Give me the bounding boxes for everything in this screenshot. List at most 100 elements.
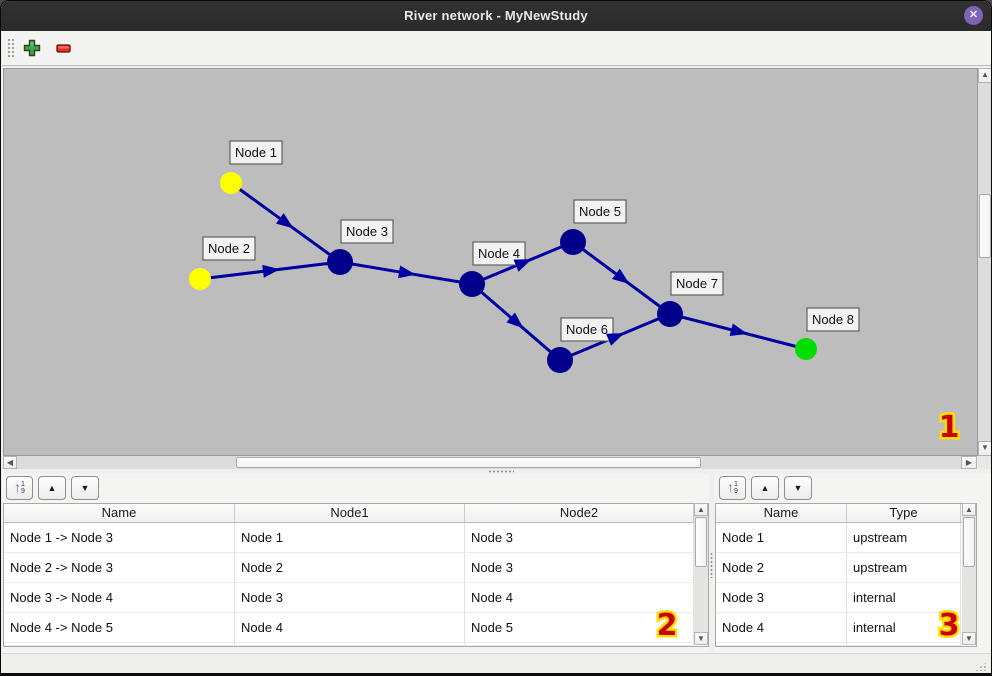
som-annotation-1: 1 <box>936 410 962 445</box>
scroll-down-button[interactable]: ▼ <box>978 441 991 456</box>
table-cell: Node 3 <box>235 583 465 613</box>
node-node-6[interactable] <box>547 347 573 373</box>
close-button[interactable]: ✕ <box>964 6 983 25</box>
vertical-pane-splitter[interactable] <box>709 474 714 653</box>
column-header[interactable]: Node1 <box>235 504 465 522</box>
scroll-down-button[interactable]: ▼ <box>962 632 976 645</box>
edge-arrow-icon <box>276 213 294 229</box>
scroll-up-button[interactable]: ▲ <box>694 503 708 516</box>
status-bar <box>2 653 991 673</box>
canvas-horizontal-scrollbar[interactable]: ◀ ▶ <box>3 456 977 469</box>
scroll-up-button[interactable]: ▲ <box>962 503 976 516</box>
node-label: Node 7 <box>670 271 724 296</box>
horizontal-pane-splitter[interactable] <box>2 469 991 474</box>
scroll-right-button[interactable]: ▶ <box>961 456 977 469</box>
svg-text:Node 1: Node 1 <box>235 145 277 160</box>
partial-row <box>4 643 708 646</box>
node-label: Node 3 <box>340 219 394 244</box>
column-header[interactable]: Node2 <box>465 504 694 522</box>
node-node-5[interactable] <box>560 229 586 255</box>
move-down-button[interactable]: ▼ <box>71 476 99 500</box>
down-arrow-icon: ▼ <box>80 483 90 493</box>
main-toolbar <box>2 31 991 66</box>
move-up-button[interactable]: ▲ <box>751 476 779 500</box>
table-cell: Node 4 <box>716 613 847 643</box>
table-cell: Node 2 -> Node 3 <box>4 553 235 583</box>
edge-arrow-icon <box>513 259 532 272</box>
up-arrow-icon: ▲ <box>697 505 705 514</box>
som-annotation-3: 3 <box>936 608 962 643</box>
table-cell: internal <box>847 613 961 643</box>
edges-scroll-thumb[interactable] <box>695 517 707 567</box>
node-node-1[interactable] <box>220 172 242 194</box>
add-node-button[interactable] <box>23 39 41 57</box>
node-node-7[interactable] <box>657 301 683 327</box>
resize-grip-icon[interactable] <box>975 661 988 671</box>
table-cell: Node 2 <box>235 553 465 583</box>
node-node-8[interactable] <box>795 338 817 360</box>
titlebar[interactable]: River network - MyNewStudy ✕ <box>1 1 991 31</box>
down-arrow-icon: ▼ <box>965 634 973 643</box>
svg-text:Node 5: Node 5 <box>579 204 621 219</box>
column-header[interactable]: Name <box>716 504 847 522</box>
remove-node-button[interactable] <box>55 39 73 57</box>
window-title: River network - MyNewStudy <box>404 8 588 23</box>
table-cell: upstream <box>847 553 961 583</box>
edge-arrow-icon <box>729 323 748 337</box>
edge-arrow-icon <box>612 268 630 284</box>
up-arrow-icon: ▲ <box>981 70 989 79</box>
canvas-vscroll-thumb[interactable] <box>979 194 991 258</box>
node-label: Node 1 <box>229 140 283 165</box>
column-header[interactable]: Type <box>847 504 961 522</box>
canvas-vertical-scrollbar[interactable]: ▲ ▼ <box>978 68 991 456</box>
column-header[interactable]: Name <box>4 504 235 522</box>
svg-text:Node 6: Node 6 <box>566 322 608 337</box>
table-cell: Node 3 -> Node 4 <box>4 583 235 613</box>
scrollbar-corner <box>978 456 991 469</box>
scroll-left-button[interactable]: ◀ <box>3 456 17 469</box>
table-cell: Node 3 <box>465 553 694 583</box>
table-cell: Node 4 -> Node 5 <box>4 613 235 643</box>
nodes-table-scrollbar[interactable]: ▲ ▼ <box>962 503 976 645</box>
left-arrow-icon: ◀ <box>6 458 14 467</box>
move-down-button[interactable]: ▼ <box>784 476 812 500</box>
down-arrow-icon: ▼ <box>981 443 989 452</box>
node-label: Node 5 <box>573 199 627 224</box>
scroll-up-button[interactable]: ▲ <box>978 68 991 83</box>
partial-row <box>716 643 976 646</box>
node-node-3[interactable] <box>327 249 353 275</box>
nodes-scroll-thumb[interactable] <box>963 517 975 567</box>
svg-text:Node 7: Node 7 <box>676 276 718 291</box>
down-arrow-icon: ▼ <box>793 483 803 493</box>
node-node-2[interactable] <box>189 268 211 290</box>
table-cell: Node 5 <box>465 613 694 643</box>
node-label: Node 2 <box>202 236 256 261</box>
table-cell: Node 4 <box>465 583 694 613</box>
up-arrow-icon: ▲ <box>760 483 770 493</box>
scroll-down-button[interactable]: ▼ <box>694 632 708 645</box>
node-node-4[interactable] <box>459 271 485 297</box>
move-up-button[interactable]: ▲ <box>38 476 66 500</box>
plus-icon <box>23 39 41 57</box>
canvas-hscroll-thumb[interactable] <box>236 457 701 468</box>
edges-table-scrollbar[interactable]: ▲ ▼ <box>694 503 708 645</box>
toolbar-drag-handle[interactable] <box>7 38 14 59</box>
table-cell: Node 3 <box>716 583 847 613</box>
